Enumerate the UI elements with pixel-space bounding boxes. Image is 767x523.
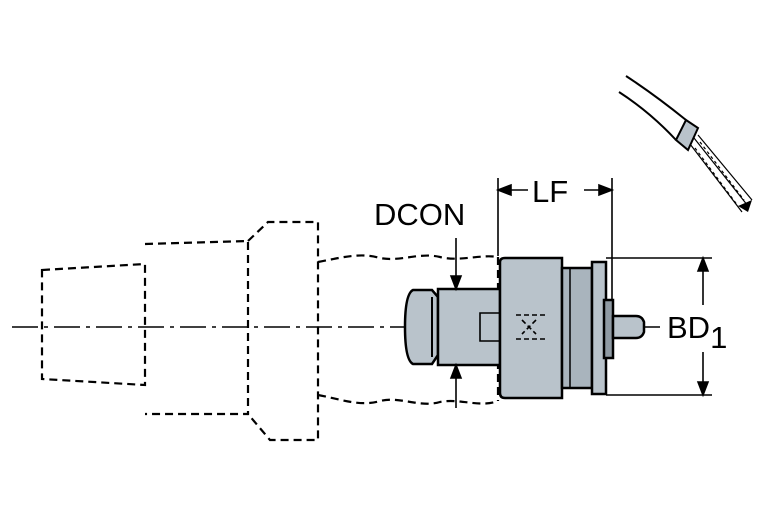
lf-dimension (495, 178, 615, 300)
bd1-main: BD (667, 310, 710, 345)
body-internal-dashed (479, 312, 545, 342)
tap-shank (611, 314, 646, 340)
dcon-label: DCON (374, 197, 465, 232)
dcon-dimension (449, 238, 463, 408)
lf-label: LF (532, 174, 568, 209)
bd1-dimension (606, 255, 712, 398)
bd1-subscript: 1 (710, 320, 727, 355)
bd1-label: BD1 (667, 310, 727, 355)
tap-symbol-icon (618, 75, 753, 213)
adapter-body (498, 256, 615, 400)
adapter-shank (403, 287, 502, 367)
